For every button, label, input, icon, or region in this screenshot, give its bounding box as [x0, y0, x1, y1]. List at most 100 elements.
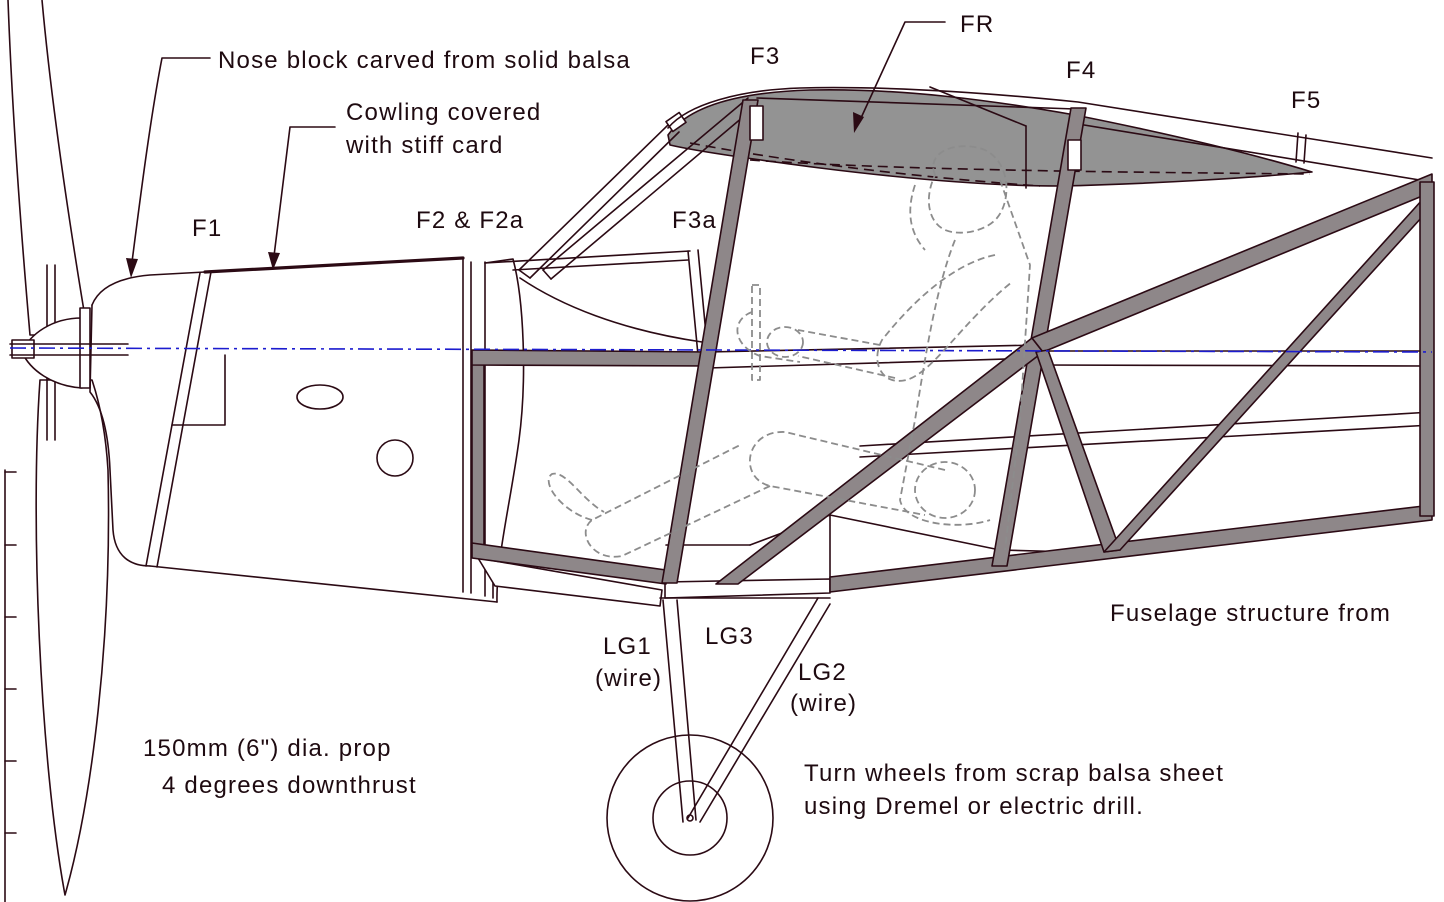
nose-and-cowling	[89, 256, 498, 603]
top-structure	[667, 86, 1433, 189]
pilot-upper-arm	[876, 254, 1013, 382]
lg1-label: LG1	[603, 633, 652, 660]
cabin-roof-outline	[667, 86, 1433, 159]
wheels-note-line1: Turn wheels from scrap balsa sheet	[804, 760, 1224, 787]
cowling-oval-hole	[296, 384, 344, 410]
bulkhead-f3a	[687, 250, 699, 356]
landing-gear-lg2	[699, 603, 831, 823]
prop-note-line1: 150mm (6") dia. prop	[143, 735, 392, 762]
rear-top-longeron	[1077, 123, 1433, 183]
f3a-label: F3a	[672, 207, 717, 234]
wheels-note-line2: using Dremel or electric drill.	[804, 793, 1144, 820]
windshield-strut	[518, 124, 669, 271]
pilot-helmet	[909, 184, 926, 251]
landing-gear	[606, 597, 831, 902]
bottom-longeron-rear-bar	[829, 504, 1433, 593]
windshield-strut	[529, 131, 680, 279]
propeller-upper-blade	[7, 0, 89, 336]
middle-longeron-bar	[471, 349, 711, 367]
lg1-note: (wire)	[595, 665, 662, 692]
leader-lines	[126, 21, 946, 278]
scale-ruler	[4, 469, 17, 902]
pilot-head	[928, 145, 1008, 234]
control-stick	[751, 284, 761, 381]
cabin-top-longeron	[756, 97, 1076, 110]
landing-gear-lg1	[676, 599, 697, 821]
nose-block-arrowhead	[126, 258, 138, 278]
seat-rail	[707, 344, 1041, 353]
fr-leader	[860, 21, 946, 119]
wing-rib-dashed-line	[749, 159, 1311, 175]
diagonal-brace-bar	[1035, 349, 1121, 553]
windshield-strut-end	[542, 269, 552, 280]
cowling-label-line2: with stiff card	[345, 132, 504, 159]
nose-front-outline	[89, 304, 151, 567]
thrust-line	[9, 347, 1433, 353]
lg3-label: LG3	[705, 623, 754, 650]
wheel-inner	[652, 780, 728, 856]
wing-rib-fr	[665, 88, 1313, 187]
fr-label: FR	[960, 11, 994, 38]
f5-label: F5	[1291, 87, 1321, 114]
pilot-shin	[584, 443, 771, 558]
middle-longeron	[1039, 364, 1433, 367]
landing-gear-lg2	[687, 597, 819, 819]
structure-bars	[471, 99, 1435, 593]
bulkhead-f1	[156, 271, 212, 568]
pilot-forearm	[797, 329, 896, 379]
windshield-strut-end	[518, 269, 531, 279]
windshield-strut	[542, 97, 749, 271]
nose-block-label: Nose block carved from solid balsa	[218, 47, 631, 74]
f3-top-block	[749, 105, 764, 141]
bulkhead-f2-group	[462, 97, 757, 603]
lower-plank	[477, 557, 663, 607]
bulkhead-f5	[1303, 134, 1307, 164]
f4-top-block	[1067, 139, 1082, 171]
pilot-hand	[766, 326, 804, 358]
propeller	[7, 0, 129, 896]
pilot-figure	[547, 145, 1031, 558]
fuselage-note: Fuselage structure from	[1110, 600, 1391, 627]
labels: Nose block carved from solid balsa Cowli…	[143, 11, 1391, 820]
wing-rib-dashed-line	[689, 142, 1041, 187]
cowling-hatch	[171, 354, 226, 426]
f1-label: F1	[192, 215, 222, 242]
cross-member	[859, 411, 1433, 447]
nose-block-outline	[91, 271, 206, 306]
pilot-knee	[914, 461, 976, 519]
pilot-torso	[899, 239, 991, 526]
nose-block-leader	[131, 57, 211, 263]
f3-label: F3	[750, 43, 780, 70]
pilot-thigh	[748, 431, 946, 516]
windshield-strut	[550, 105, 757, 280]
fr-arrowhead	[853, 112, 864, 133]
rear-vertical-bar	[1419, 181, 1435, 517]
lg2-label: LG2	[798, 659, 847, 686]
wheel-outer	[606, 734, 774, 902]
f4-label: F4	[1066, 57, 1096, 84]
wing-rib-airfoil	[667, 88, 1313, 187]
windshield-base-curve	[519, 277, 703, 343]
cowling-bottom-line	[149, 565, 498, 603]
propeller-lower-blade	[35, 379, 110, 896]
prop-note-line2: 4 degrees downthrust	[162, 772, 417, 799]
cowling-top-line	[203, 256, 465, 274]
landing-gear-lg1	[662, 599, 684, 823]
cowling-label-line1: Cowling covered	[346, 99, 541, 126]
cowling-arrowhead	[268, 252, 280, 270]
bulkhead-f3-bar	[661, 99, 759, 584]
pilot-seat-back	[999, 179, 1031, 551]
bulkhead-f1	[145, 272, 201, 567]
bottom-longeron-front	[664, 578, 831, 599]
f2-label: F2 & F2a	[416, 207, 524, 234]
cross-member	[859, 424, 1433, 458]
bulkhead-f5	[1295, 132, 1299, 163]
lg2-note: (wire)	[790, 690, 857, 717]
bottom-longeron-front-bar	[471, 542, 667, 585]
f2-top-rail	[512, 259, 689, 271]
f2-structure-bar	[471, 351, 485, 558]
seat-rail	[707, 357, 1041, 369]
f2-top-rail	[484, 250, 691, 264]
cowling-round-hole	[376, 439, 414, 477]
